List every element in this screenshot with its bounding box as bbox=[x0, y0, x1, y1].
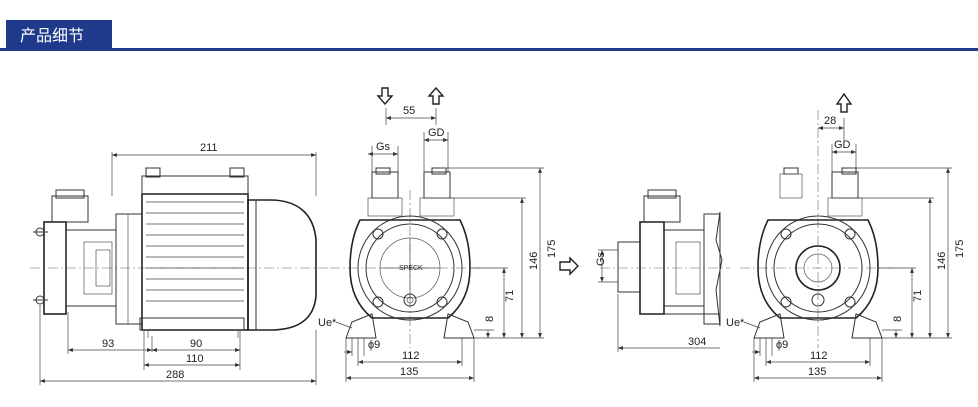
label-gs: Gs bbox=[376, 141, 391, 153]
label-gd-2: GD bbox=[834, 139, 851, 151]
dim-135-2: 135 bbox=[808, 366, 826, 378]
dim-hole-9: ϕ9 bbox=[368, 339, 380, 351]
label-gd: GD bbox=[428, 127, 445, 139]
discharge-arrow-2-icon bbox=[835, 92, 853, 113]
dim-93: 93 bbox=[102, 338, 114, 350]
dim-28: 28 bbox=[824, 115, 836, 127]
dim-112-2: 112 bbox=[810, 350, 828, 362]
label-gs-2: Gs bbox=[595, 251, 607, 266]
discharge-arrow-icon bbox=[427, 86, 445, 105]
dim-175: 175 bbox=[546, 240, 558, 258]
dim-304: 304 bbox=[688, 336, 706, 348]
dim-175-2: 175 bbox=[954, 240, 966, 258]
header-divider bbox=[0, 48, 978, 51]
dim-8-2: 8 bbox=[892, 316, 904, 322]
dim-135: 135 bbox=[400, 366, 418, 378]
dim-55: 55 bbox=[403, 105, 415, 117]
dim-90: 90 bbox=[190, 338, 202, 350]
label-ue-2: Ue* bbox=[726, 317, 745, 329]
dim-110: 110 bbox=[186, 353, 204, 365]
suction-arrow-icon bbox=[376, 87, 394, 106]
side-view-2: Gs 304 bbox=[559, 189, 730, 352]
side-view: 211 93 90 110 288 bbox=[30, 142, 330, 385]
dim-71: 71 bbox=[504, 290, 516, 302]
label-ue: Ue* bbox=[318, 317, 337, 329]
front-view: 55 Gs GD SPECK bbox=[318, 86, 558, 382]
dim-211: 211 bbox=[200, 142, 218, 154]
section-title: 产品细节 bbox=[6, 20, 112, 51]
inlet-arrow-icon bbox=[559, 256, 579, 276]
dim-71-2: 71 bbox=[912, 290, 924, 302]
dim-112: 112 bbox=[402, 350, 420, 362]
brand-mark: SPECK bbox=[399, 265, 423, 272]
dim-146-2: 146 bbox=[936, 252, 948, 270]
dim-8: 8 bbox=[484, 316, 496, 322]
dim-hole-9-2: ϕ9 bbox=[776, 339, 788, 351]
dim-288: 288 bbox=[166, 369, 184, 381]
dim-146: 146 bbox=[528, 252, 540, 270]
front-view-2: 28 GD 175 146 bbox=[726, 92, 966, 382]
